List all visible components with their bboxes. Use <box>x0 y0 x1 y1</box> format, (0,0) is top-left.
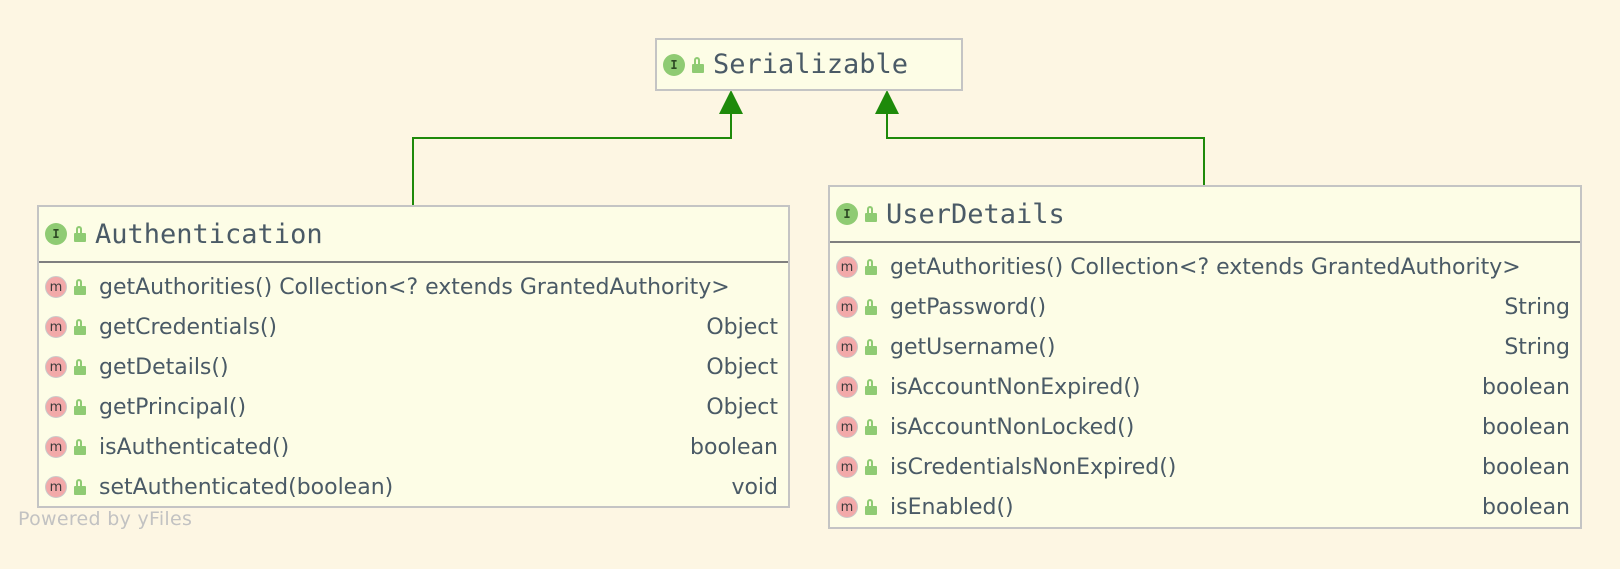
public-lock-icon <box>864 259 878 275</box>
method-signature: getPrincipal() <box>99 394 247 420</box>
method-signature: getUsername() <box>890 334 1056 360</box>
method-icon: m <box>45 396 67 418</box>
authentication-methods: m getAuthorities() Collection<? extends … <box>39 263 788 507</box>
public-lock-icon <box>864 459 878 475</box>
method-signature: getAuthorities() Collection<? extends Gr… <box>99 274 730 300</box>
serializable-header: I Serializable <box>657 40 961 89</box>
method-signature: getCredentials() <box>99 314 277 340</box>
public-lock-icon <box>73 399 87 415</box>
edge-userdetails-to-serializable <box>886 106 1205 185</box>
method-icon: m <box>45 476 67 498</box>
method-icon: m <box>836 296 858 318</box>
serializable-node[interactable]: I Serializable <box>655 38 963 91</box>
interface-icon: I <box>45 223 67 245</box>
method-row[interactable]: m getAuthorities() Collection<? extends … <box>39 267 788 307</box>
method-signature: isCredentialsNonExpired() <box>890 454 1177 480</box>
method-return-type: boolean <box>1482 494 1570 520</box>
method-return-type: boolean <box>690 434 778 460</box>
public-lock-icon <box>73 359 87 375</box>
userdetails-header: I UserDetails <box>830 187 1580 243</box>
method-row[interactable]: m setAuthenticated(boolean) void <box>39 467 788 507</box>
method-row[interactable]: m getDetails() Object <box>39 347 788 387</box>
public-lock-icon <box>73 319 87 335</box>
method-return-type: Object <box>706 314 778 340</box>
arrowhead-authentication-to-serializable <box>719 90 743 114</box>
userdetails-methods: m getAuthorities() Collection<? extends … <box>830 243 1580 527</box>
method-signature: isAccountNonExpired() <box>890 374 1141 400</box>
method-icon: m <box>45 276 67 298</box>
method-icon: m <box>836 376 858 398</box>
userdetails-node[interactable]: I UserDetails m getAuthorities() Collect… <box>828 185 1582 529</box>
method-signature: getPassword() <box>890 294 1047 320</box>
authentication-header: I Authentication <box>39 207 788 263</box>
interface-icon: I <box>663 53 685 76</box>
method-return-type: boolean <box>1482 374 1570 400</box>
public-lock-icon <box>864 339 878 355</box>
watermark: Powered by yFiles <box>18 508 193 530</box>
interface-icon: I <box>836 203 858 225</box>
method-signature: isEnabled() <box>890 494 1014 520</box>
public-lock-icon <box>73 226 87 242</box>
method-row[interactable]: m isAccountNonExpired() boolean <box>830 367 1580 407</box>
public-lock-icon <box>691 56 705 73</box>
public-lock-icon <box>864 206 878 222</box>
edge-authentication-to-serializable <box>412 106 732 205</box>
method-return-type: Object <box>706 394 778 420</box>
arrowhead-userdetails-to-serializable <box>875 90 899 114</box>
method-row[interactable]: m isAuthenticated() boolean <box>39 427 788 467</box>
method-row[interactable]: m getUsername() String <box>830 327 1580 367</box>
method-row[interactable]: m getPassword() String <box>830 287 1580 327</box>
public-lock-icon <box>864 419 878 435</box>
method-icon: m <box>45 316 67 338</box>
public-lock-icon <box>73 439 87 455</box>
method-icon: m <box>836 416 858 438</box>
public-lock-icon <box>864 299 878 315</box>
method-row[interactable]: m isAccountNonLocked() boolean <box>830 407 1580 447</box>
method-signature: setAuthenticated(boolean) <box>99 474 394 500</box>
method-signature: isAccountNonLocked() <box>890 414 1135 440</box>
method-return-type: boolean <box>1482 414 1570 440</box>
userdetails-title: UserDetails <box>886 198 1065 230</box>
method-row[interactable]: m getCredentials() Object <box>39 307 788 347</box>
public-lock-icon <box>864 379 878 395</box>
method-icon: m <box>836 496 858 518</box>
method-return-type: boolean <box>1482 454 1570 480</box>
method-return-type: String <box>1504 294 1570 320</box>
method-row[interactable]: m getPrincipal() Object <box>39 387 788 427</box>
method-row[interactable]: m isEnabled() boolean <box>830 487 1580 527</box>
method-row[interactable]: m getAuthorities() Collection<? extends … <box>830 247 1580 287</box>
method-row[interactable]: m isCredentialsNonExpired() boolean <box>830 447 1580 487</box>
method-signature: isAuthenticated() <box>99 434 290 460</box>
authentication-node[interactable]: I Authentication m getAuthorities() Coll… <box>37 205 790 508</box>
authentication-title: Authentication <box>95 218 323 250</box>
public-lock-icon <box>864 499 878 515</box>
public-lock-icon <box>73 479 87 495</box>
method-return-type: Object <box>706 354 778 380</box>
serializable-title: Serializable <box>713 49 909 80</box>
method-signature: getAuthorities() Collection<? extends Gr… <box>890 254 1521 280</box>
public-lock-icon <box>73 279 87 295</box>
method-icon: m <box>836 256 858 278</box>
method-icon: m <box>836 336 858 358</box>
method-icon: m <box>45 436 67 458</box>
method-icon: m <box>836 456 858 478</box>
method-signature: getDetails() <box>99 354 229 380</box>
method-icon: m <box>45 356 67 378</box>
method-return-type: void <box>731 474 778 500</box>
method-return-type: String <box>1504 334 1570 360</box>
